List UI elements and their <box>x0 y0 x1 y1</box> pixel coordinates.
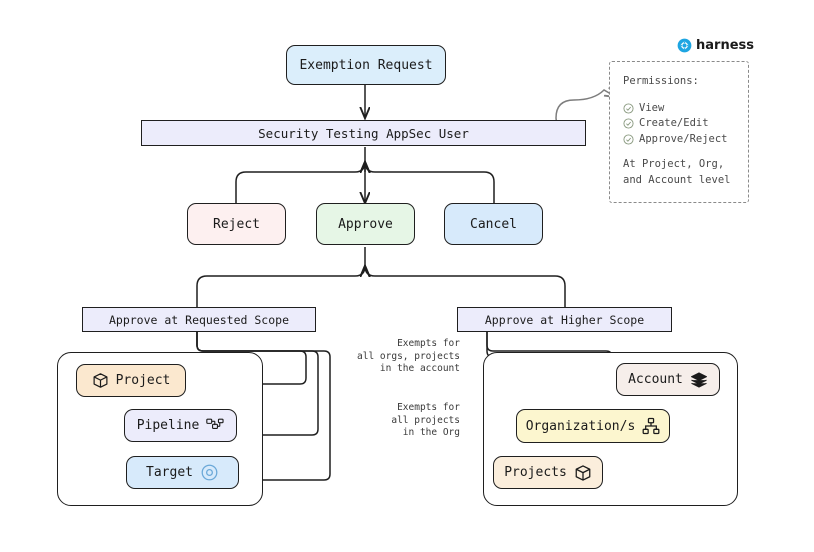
node-security-testing-appsec-user[interactable]: Security Testing AppSec User <box>141 120 586 146</box>
node-label: Account <box>628 372 683 387</box>
permission-item-approve-reject: Approve/Reject <box>623 132 735 148</box>
node-approve-at-requested-scope[interactable]: Approve at Requested Scope <box>82 307 316 332</box>
permissions-footer-line-1: At Project, Org, <box>623 158 725 170</box>
node-label: Exemption Request <box>299 57 433 73</box>
check-circle-icon <box>623 118 634 129</box>
permission-item-create-edit: Create/Edit <box>623 116 735 132</box>
layers-icon <box>690 371 708 389</box>
node-target[interactable]: Target <box>126 456 239 489</box>
node-exemption-request[interactable]: Exemption Request <box>286 45 446 85</box>
spacer <box>623 147 735 157</box>
brand-name: harness <box>696 38 754 53</box>
node-label: Project <box>115 373 171 388</box>
edge-label-account-exemption: Exempts for all orgs, projects in the ac… <box>357 338 460 374</box>
cube-icon <box>574 464 592 482</box>
node-label: Organization/s <box>525 418 636 434</box>
permissions-footer-line-2: and Account level <box>623 173 731 186</box>
node-label: Target <box>146 465 193 480</box>
pipeline-icon <box>206 418 224 434</box>
node-cancel[interactable]: Cancel <box>444 203 543 245</box>
permission-label: Create/Edit <box>639 117 709 129</box>
harness-diamond-icon <box>677 38 692 53</box>
node-label: Reject <box>213 216 260 232</box>
node-label: Cancel <box>470 216 517 232</box>
node-project[interactable]: Project <box>76 364 186 397</box>
permission-label: Approve/Reject <box>639 132 728 145</box>
node-projects[interactable]: Projects <box>493 456 603 489</box>
node-label: Security Testing AppSec User <box>258 125 469 141</box>
target-icon <box>200 463 219 482</box>
node-approve-at-higher-scope[interactable]: Approve at Higher Scope <box>457 307 672 332</box>
node-label: Pipeline <box>136 418 200 433</box>
check-circle-icon <box>623 134 634 145</box>
permission-item-view: View <box>623 101 735 117</box>
node-approve[interactable]: Approve <box>316 203 415 245</box>
permission-label: View <box>639 101 665 114</box>
node-label: Approve at Higher Scope <box>484 312 645 327</box>
node-organizations[interactable]: Organization/s <box>516 409 670 443</box>
org-chart-icon <box>642 417 660 435</box>
brand-harness: harness <box>677 38 754 53</box>
cube-icon <box>92 372 109 389</box>
check-circle-icon <box>623 103 634 114</box>
permissions-panel: Permissions: View Create/Edit <box>609 61 749 203</box>
permissions-title: Permissions: <box>623 75 699 87</box>
node-label: Projects <box>504 465 567 480</box>
node-label: Approve at Requested Scope <box>108 312 289 327</box>
node-label: Approve <box>338 216 393 232</box>
node-account[interactable]: Account <box>616 363 720 396</box>
node-pipeline[interactable]: Pipeline <box>124 409 237 442</box>
node-reject[interactable]: Reject <box>187 203 286 245</box>
edge-label-org-exemption: Exempts for all projects in the Org <box>391 402 460 438</box>
